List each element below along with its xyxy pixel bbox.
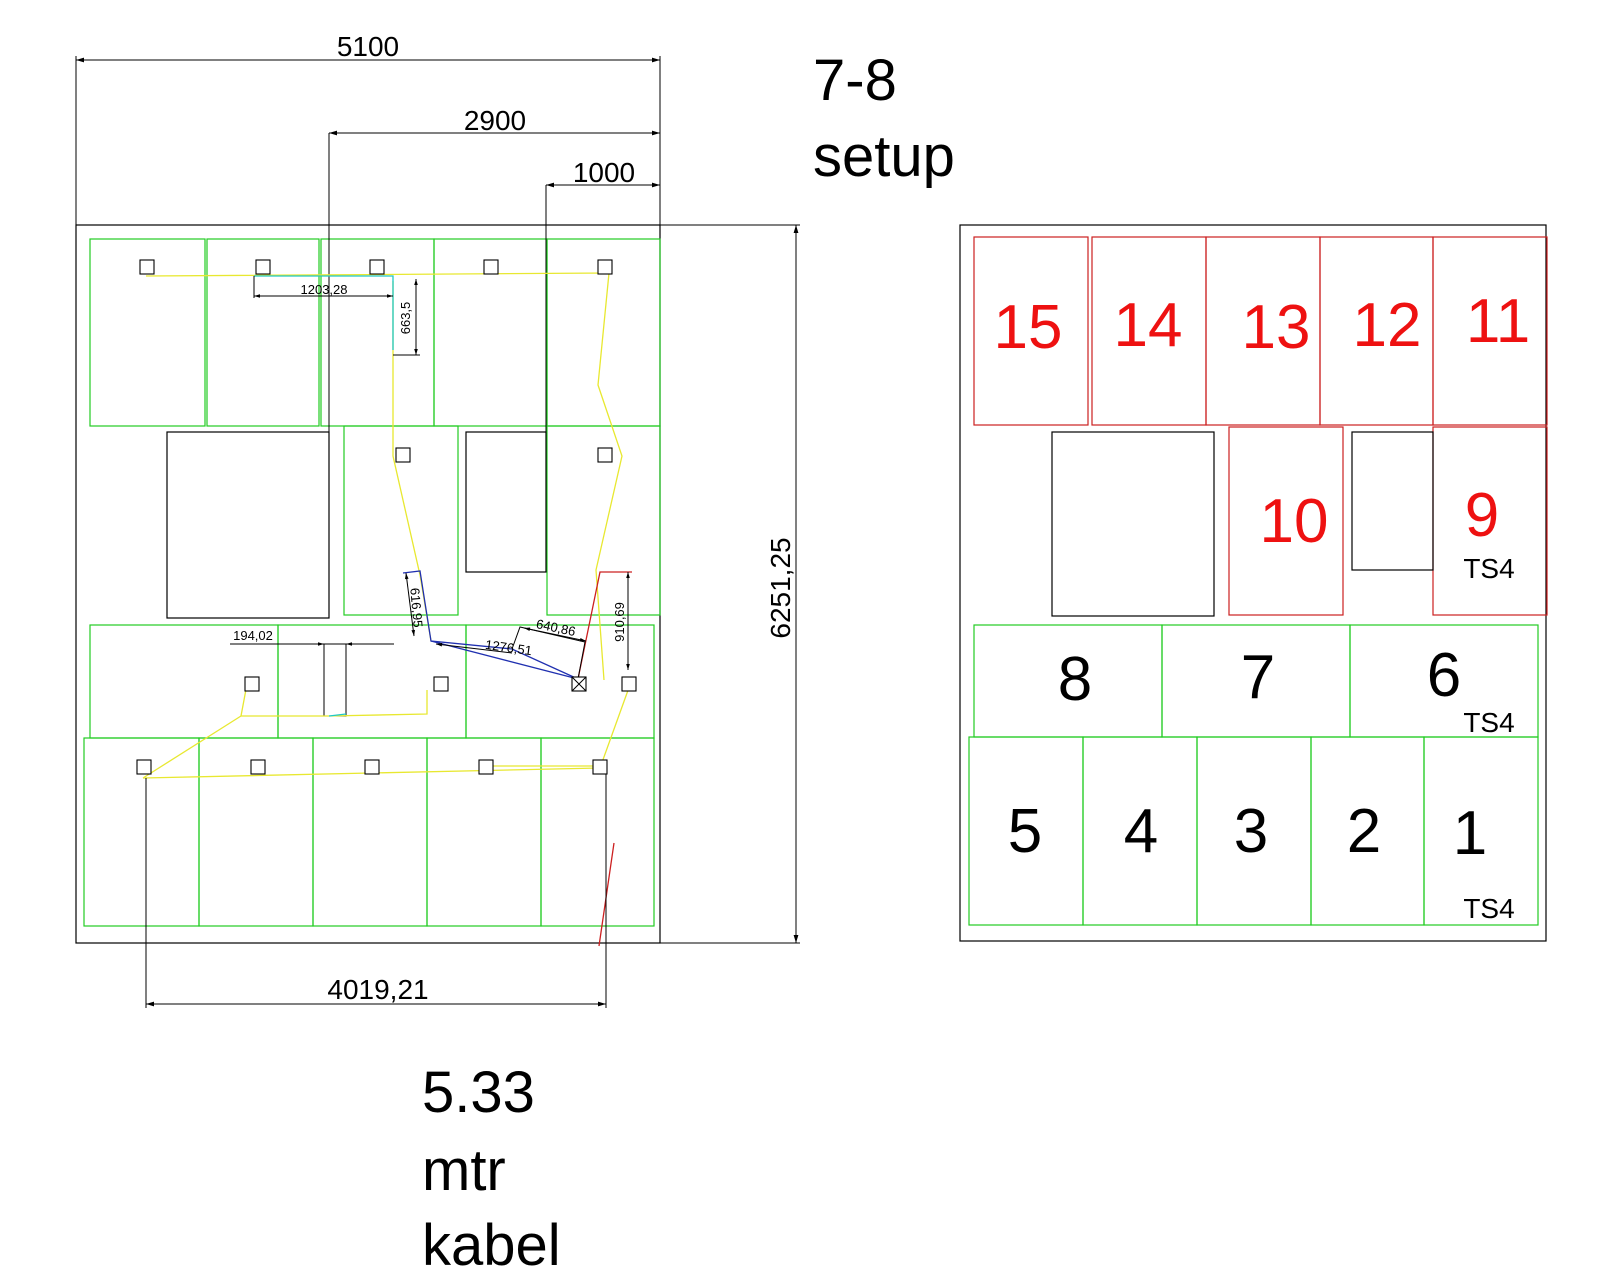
junction-box	[478, 759, 494, 775]
zone-number: 8	[1058, 645, 1092, 714]
plan-obstacle-small	[1351, 431, 1434, 571]
plan-outline	[959, 224, 1547, 942]
zone-number: 6	[1427, 641, 1461, 710]
zone-top-1	[89, 238, 206, 427]
cable-red-1	[577, 571, 632, 680]
title-line-2: setup	[813, 124, 955, 189]
junction-box	[433, 676, 449, 692]
dim-text-663: 663,5	[398, 302, 413, 335]
dim-text-910: 910,69	[612, 602, 627, 642]
crossed-box-mark	[571, 676, 587, 692]
red-zone-numbers: 15 14 13 12 11 10 9	[994, 287, 1531, 556]
title-line-1: 7-8	[813, 48, 897, 113]
zone-number: 5	[1008, 797, 1042, 866]
cable-note-line-2: mtr	[422, 1138, 506, 1203]
left-floorplan: 5100 2900 1000 6251,25 4019,21 1203,28 6…	[75, 31, 800, 1008]
cable-row3	[240, 683, 428, 717]
zone-mid-1	[343, 425, 459, 616]
zone-number: 7	[1241, 643, 1275, 712]
junction-box	[139, 259, 155, 275]
obstacle-large	[166, 431, 330, 619]
green-zones	[83, 238, 661, 927]
junction-box	[395, 447, 411, 463]
zone-number: 13	[1242, 293, 1311, 362]
cables	[142, 272, 632, 947]
dim-text-2900: 2900	[464, 105, 526, 136]
junction-box	[136, 759, 152, 775]
zone-15	[973, 236, 1089, 426]
dim-text-194: 194,02	[233, 628, 273, 643]
junction-box	[369, 259, 385, 275]
dim-text-616: 616,95	[407, 587, 425, 628]
zone-number: 3	[1234, 797, 1268, 866]
cable-note-line-1: 5.33	[422, 1060, 535, 1125]
junction-box	[621, 676, 637, 692]
obstacle-small	[465, 431, 547, 573]
dim-text-6251: 6251,25	[765, 537, 796, 638]
junction-box	[597, 447, 613, 463]
cable-cyan-row3	[328, 713, 347, 717]
cable-right-drop	[599, 681, 632, 769]
junction-box	[364, 759, 380, 775]
cable-blue-1	[430, 640, 579, 680]
plan-green-zones	[968, 624, 1539, 926]
right-zone-plan: 15 14 13 12 11 10 9 8 7 6 5 4 3 2 1 TS4 …	[959, 224, 1548, 942]
zone-numbers: 8 7 6 5 4 3 2 1	[1008, 641, 1487, 868]
zone-number: 9	[1465, 481, 1499, 550]
zone-number: 10	[1260, 487, 1329, 556]
ts-label-zone9: TS4	[1463, 553, 1514, 584]
zone-number: 14	[1114, 291, 1183, 360]
dim-text-1203: 1203,28	[301, 282, 348, 297]
dim-text-4019: 4019,21	[327, 974, 428, 1005]
zone-11	[1432, 236, 1548, 426]
ts-label-zone6: TS4	[1463, 707, 1514, 738]
dim-640	[523, 627, 587, 642]
junction-boxes	[136, 259, 637, 775]
dim-text-1000: 1000	[573, 157, 635, 188]
dim-text-5100: 5100	[337, 31, 399, 62]
ts-labels: TS4 TS4 TS4	[1463, 553, 1514, 924]
junction-box	[250, 759, 266, 775]
zone-number: 4	[1124, 797, 1158, 866]
zone-mid-2	[546, 425, 661, 616]
obstacle-narrow	[323, 643, 347, 717]
cable-cyan-top	[254, 275, 394, 350]
cable-diag-left	[142, 715, 242, 779]
cable-blue-2	[402, 570, 579, 680]
zone-bot-5	[540, 737, 655, 927]
junction-box	[255, 259, 271, 275]
cable-top-run	[145, 272, 623, 681]
dim-616	[404, 572, 416, 637]
zone-number: 2	[1347, 797, 1381, 866]
junction-box	[244, 676, 260, 692]
dim-1276	[435, 642, 513, 654]
zone-1	[1423, 736, 1539, 926]
junction-box	[592, 759, 608, 775]
dim-text-1276: 1276,51	[484, 637, 533, 658]
zone-number: 15	[994, 293, 1063, 362]
zone-10	[1228, 426, 1344, 616]
dimension-lines	[75, 56, 800, 1008]
junction-box	[597, 259, 613, 275]
zone-number: 1	[1453, 799, 1487, 868]
zone-number: 12	[1353, 291, 1422, 360]
floor-outline	[75, 224, 661, 944]
junction-box	[483, 259, 499, 275]
ts-label-zone1: TS4	[1463, 893, 1514, 924]
zone-number: 11	[1466, 287, 1530, 356]
zone-top-2	[206, 238, 320, 427]
cable-note-line-3: kabel	[422, 1213, 561, 1278]
plan-obstacle-large	[1051, 431, 1215, 617]
